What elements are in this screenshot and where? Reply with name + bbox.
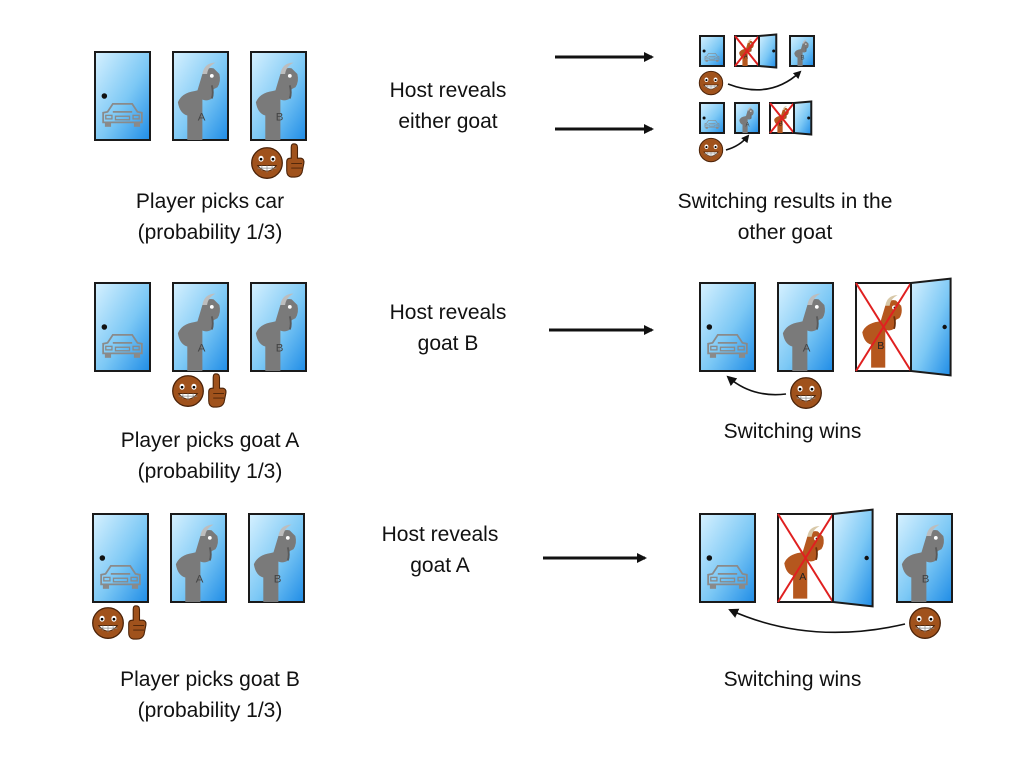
- scenario-2-pick-line-2: (probability 1/3): [137, 460, 283, 483]
- scenario-1-door-goat-b: B: [250, 51, 307, 141]
- door-handle-icon: [772, 49, 776, 53]
- scenario-1-host-line-1: Host reveals: [389, 79, 507, 102]
- scenario-1-host-label: Host reveals either goat: [368, 75, 528, 137]
- door-letter: B: [779, 122, 783, 128]
- scenario-1a-switch-arrow: [727, 70, 802, 91]
- scenario-3-door-goat-a: A: [170, 513, 227, 603]
- door-letter: A: [745, 122, 749, 128]
- scenario-3-door-car: [92, 513, 149, 603]
- scenario-2-pick-label: Player picks goat A (probability 1/3): [100, 425, 320, 487]
- open-door-leaf: [793, 100, 813, 136]
- door-letter: B: [877, 340, 884, 352]
- scenario-1b-door-goat-a: A: [734, 102, 760, 134]
- door-letter: A: [803, 343, 811, 355]
- scenario-1-door-goat-a: A: [172, 51, 229, 141]
- door-handle-icon: [702, 49, 706, 53]
- scenario-2r-door-goat-a: A: [777, 282, 834, 372]
- scenario-3r-door-car: [699, 513, 756, 603]
- scenario-2-host-line-2: goat B: [417, 332, 479, 355]
- pointing-hand-icon: [208, 373, 227, 408]
- red-x-icon: [777, 513, 834, 603]
- door-letter: A: [799, 571, 807, 583]
- scenario-1-door-car: [94, 51, 151, 141]
- scenario-2-door-goat-b: B: [250, 282, 307, 372]
- scenario-3-result-line-1: Switching wins: [723, 668, 862, 691]
- door-letter: A: [744, 55, 748, 61]
- open-door-leaf: [910, 277, 952, 377]
- door-handle-icon: [706, 555, 713, 561]
- scenario-2-pick-line-1: Player picks goat A: [120, 429, 300, 452]
- door-letter: A: [198, 112, 206, 124]
- door-letter: A: [198, 343, 206, 355]
- door-letter: B: [274, 574, 282, 586]
- door-handle-icon: [942, 324, 947, 330]
- scenario-3-result-label: Switching wins: [700, 664, 885, 695]
- door-letter: B: [922, 574, 930, 586]
- door-handle-icon: [864, 555, 869, 561]
- scenario-3-host-line-2: goat A: [410, 554, 470, 577]
- scenario-1-pick-line-1: Player picks car: [135, 190, 285, 213]
- scenario-2-door-goat-a: A: [172, 282, 229, 372]
- open-door-leaf: [832, 508, 874, 608]
- door-handle-icon: [101, 93, 108, 99]
- contestant-face-icon: [92, 607, 124, 639]
- scenario-2-switch-arrow: [726, 375, 787, 396]
- contestant-face-icon: [251, 147, 283, 179]
- scenario-3-pick-line-1: Player picks goat B: [120, 668, 300, 691]
- scenario-3r-door-goat-b: B: [896, 513, 953, 603]
- scenario-1a-door-goat-b: B: [789, 35, 815, 67]
- scenario-3r-door-open-goat-a: A: [777, 508, 874, 608]
- scenario-3-pick-label: Player picks goat B (probability 1/3): [100, 664, 320, 726]
- scenario-2r-door-open-goat-b: B: [855, 277, 952, 377]
- door-letter: B: [800, 55, 804, 61]
- scenario-1-result-line-1: Switching results in the: [677, 190, 893, 213]
- scenario-1b-switch-arrow: [725, 134, 750, 151]
- door-letter: B: [276, 343, 284, 355]
- door-handle-icon: [99, 555, 106, 561]
- scenario-1a-door-open-goat-a: A: [734, 33, 778, 69]
- red-x-icon: [734, 35, 760, 67]
- contestant-face-icon: [172, 375, 204, 407]
- scenario-1-result-label: Switching results in the other goat: [650, 186, 920, 248]
- door-letter: B: [276, 112, 284, 124]
- scenario-2-host-label: Host reveals goat B: [368, 297, 528, 359]
- scenario-2-result-line-1: Switching wins: [723, 420, 862, 443]
- scenario-3-host-label: Host reveals goat A: [360, 519, 520, 581]
- door-letter: A: [196, 574, 204, 586]
- scenario-2r-door-car: [699, 282, 756, 372]
- scenario-2-result-label: Switching wins: [700, 416, 885, 447]
- scenario-1b-door-open-goat-b: B: [769, 100, 813, 136]
- scenario-3-door-goat-b: B: [248, 513, 305, 603]
- scenario-3-switch-arrow: [728, 608, 906, 634]
- open-door-leaf: [758, 33, 778, 69]
- contestant-face-icon: [698, 70, 724, 96]
- scenario-1-result-line-2: other goat: [737, 221, 833, 244]
- red-x-icon: [769, 102, 795, 134]
- pointing-hand-icon: [128, 605, 147, 640]
- scenario-1-host-line-2: either goat: [398, 110, 498, 133]
- pointing-hand-icon: [286, 143, 305, 178]
- scenario-1b-door-car: [699, 102, 725, 134]
- contestant-face-icon: [790, 377, 822, 409]
- scenario-3-pick-line-2: (probability 1/3): [137, 699, 283, 722]
- scenario-1-pick-label: Player picks car (probability 1/3): [100, 186, 320, 248]
- scenario-3-host-line-1: Host reveals: [381, 523, 499, 546]
- door-handle-icon: [101, 324, 108, 330]
- scenario-2-host-line-1: Host reveals: [389, 301, 507, 324]
- scenario-1-pick-line-2: (probability 1/3): [137, 221, 283, 244]
- door-handle-icon: [706, 324, 713, 330]
- scenario-2-door-car: [94, 282, 151, 372]
- door-handle-icon: [807, 116, 811, 120]
- scenario-1a-door-car: [699, 35, 725, 67]
- contestant-face-icon: [698, 137, 724, 163]
- red-x-icon: [855, 282, 912, 372]
- contestant-face-icon: [909, 607, 941, 639]
- door-handle-icon: [702, 116, 706, 120]
